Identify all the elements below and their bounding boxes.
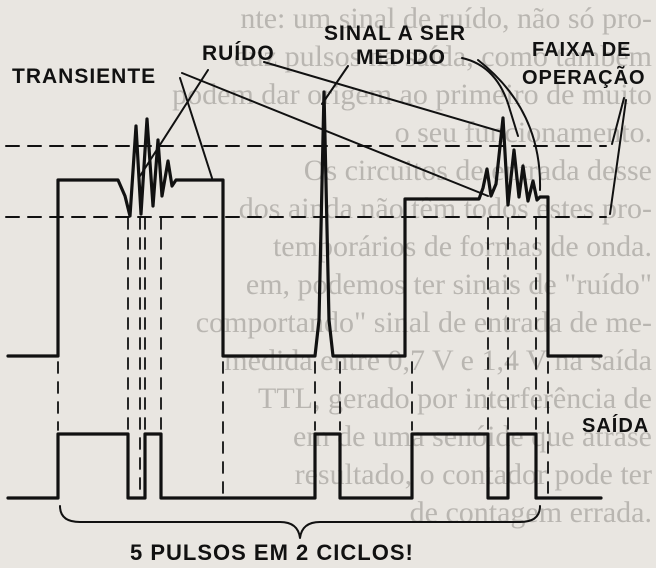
leader-lines bbox=[139, 57, 627, 215]
leader-transient-1 bbox=[179, 77, 213, 179]
label-pulse-count: 5 PULSOS EM 2 CICLOS! bbox=[130, 540, 414, 565]
leader-transient-2 bbox=[181, 72, 489, 197]
label-operating-range-line2: OPERAÇÃO bbox=[522, 66, 646, 89]
label-output: SAÍDA bbox=[582, 414, 649, 437]
background-line: o seu funcionamento. bbox=[394, 116, 652, 149]
leader-range-top bbox=[611, 97, 625, 145]
leader-operating-range bbox=[477, 59, 542, 191]
background-line: em de uma senóide que atrase bbox=[292, 420, 652, 453]
label-operating-range-line1: FAIXA DE bbox=[532, 39, 632, 61]
projection-lines bbox=[57, 217, 549, 495]
background-line: temporários de formas de onda. bbox=[272, 230, 652, 263]
background-line: nte: um sinal de ruído, não só pro- bbox=[240, 2, 652, 35]
background-line: resultado, o contador pode ter bbox=[294, 458, 652, 491]
cycles-brace bbox=[59, 505, 541, 539]
background-line: duz pulsos na saída, como também bbox=[233, 40, 652, 73]
background-line: de contagem errada. bbox=[409, 496, 652, 529]
leader-signal bbox=[321, 65, 349, 105]
leader-noise-2 bbox=[263, 61, 503, 133]
background-line: Os circuitos de entrada desse bbox=[303, 154, 652, 187]
label-signal-line2: MEDIDO bbox=[356, 46, 446, 69]
leader-noise-1 bbox=[139, 69, 209, 177]
label-noise: RUÍDO bbox=[202, 42, 275, 65]
leader-range-bottom bbox=[609, 99, 627, 215]
background-line: em, podemos ter sinais de "ruído" bbox=[245, 268, 652, 301]
input-signal-waveform bbox=[6, 90, 603, 358]
background-line: comportando" sinal de entrada de me- bbox=[195, 306, 652, 339]
background-line: TTL, gerado por interferência de bbox=[258, 382, 652, 415]
leader-signal-2 bbox=[461, 57, 519, 137]
output-pulse-waveform bbox=[6, 432, 603, 500]
label-signal-line1: SINAL A SER bbox=[324, 22, 466, 45]
label-transient: TRANSIENTE bbox=[12, 65, 156, 88]
background-line: medida entre 0,7 V e 1,4 V na saída bbox=[224, 344, 652, 377]
